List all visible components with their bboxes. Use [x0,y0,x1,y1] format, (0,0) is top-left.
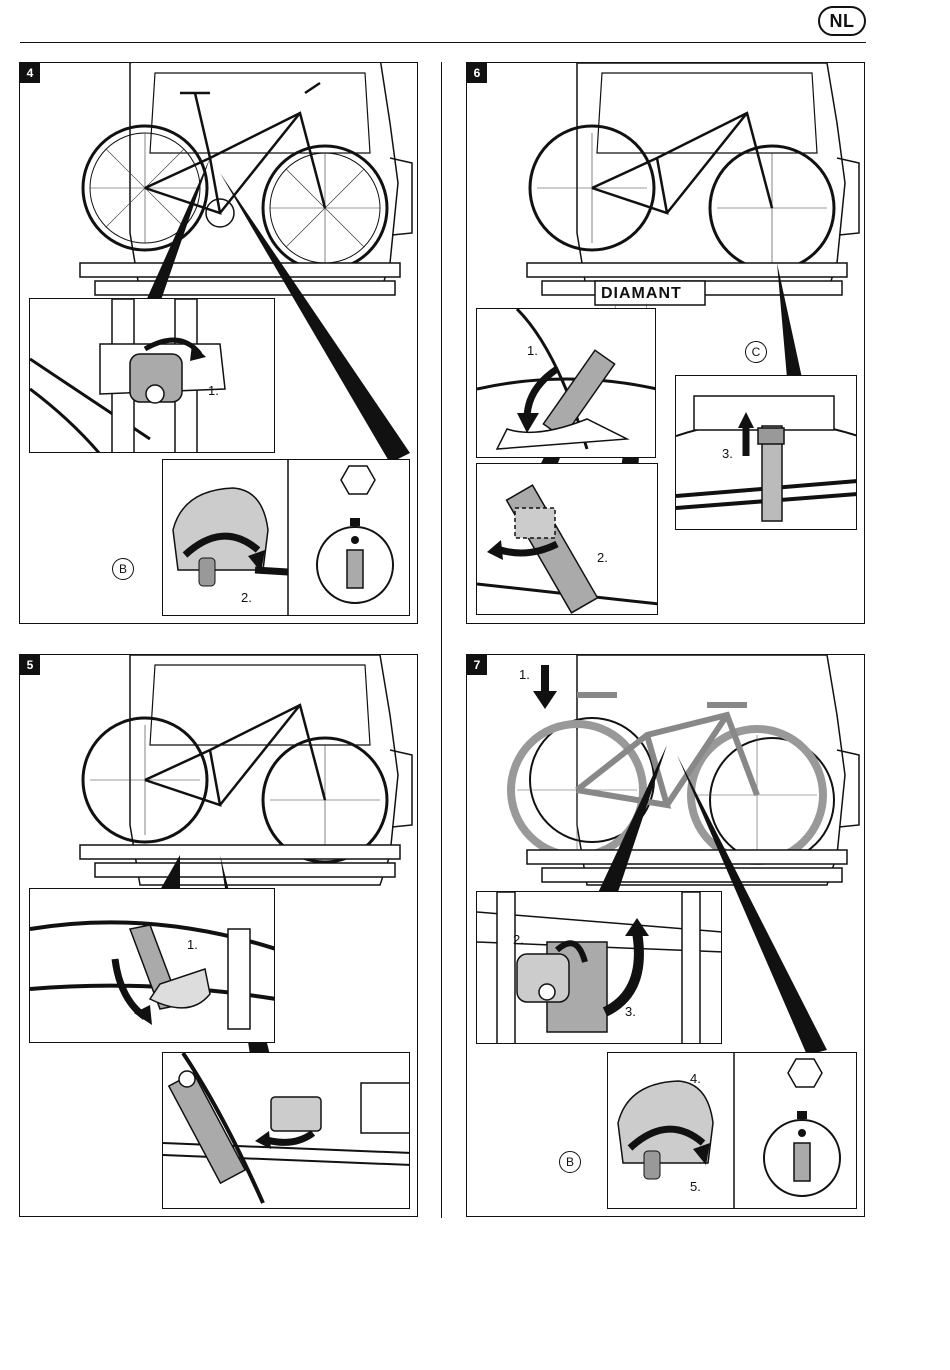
header-divider [20,42,866,43]
panel-step-5: 5 1. [19,654,418,1217]
language-badge: NL [818,6,866,36]
detail-inset-strap-tighten: 2. [476,463,658,615]
step-label: 1. [187,937,198,952]
detail-inset-strap-pedal: 1. [29,888,275,1043]
step-label: 2. [513,932,524,947]
panel-step-4: 4 [19,62,418,624]
step-label: 4. [690,1071,701,1086]
step-label: 2. [241,590,252,605]
carrier-brand-plate: DIAMANT [601,285,682,303]
step-label: 1. [519,667,530,682]
step-label: 1. [208,383,219,398]
part-label: C [745,341,767,363]
part-label: B [559,1151,581,1173]
detail-inset-key-lock: 4. 5. [607,1052,857,1209]
step-label: 3. [625,1004,636,1019]
step-label: 5. [690,1179,701,1194]
detail-inset-knob-tighten [162,1052,410,1209]
detail-inset-strap-pull: 3. [675,375,857,530]
panel-step-6: 6 DIAMANT 1. [466,62,865,624]
step-label: 1. [527,343,538,358]
detail-inset-strap-release: 1. [476,308,656,458]
part-label: B [112,558,134,580]
step-label: 2. [597,550,608,565]
detail-inset-lock-rotate: 1. [29,298,275,453]
panel-step-7: 7 1. [466,654,865,1217]
detail-inset-lock-close: 2. 3. [476,891,722,1044]
column-divider [441,62,442,1218]
detail-inset-key-lock: 2. [162,459,410,616]
step-label: 3. [722,446,733,461]
